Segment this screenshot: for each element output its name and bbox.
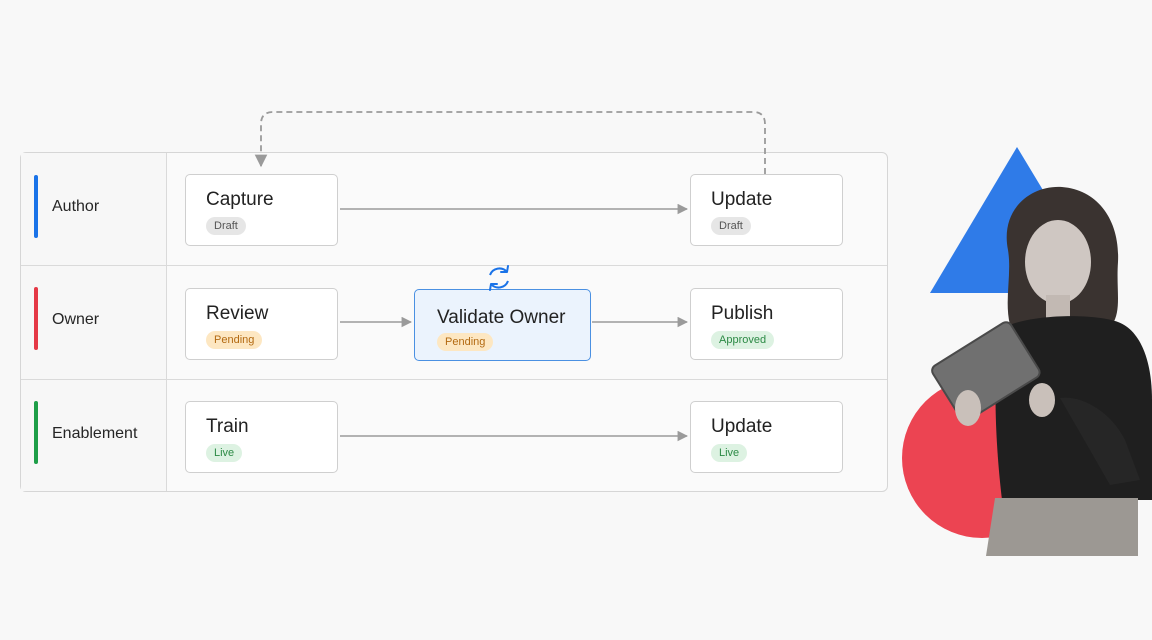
lane-enablement: Enablement — [21, 379, 887, 491]
person-pants — [986, 498, 1138, 556]
lane-owner: Owner — [21, 265, 887, 379]
node-update-author[interactable]: Update Draft — [690, 174, 843, 246]
status-badge: Live — [206, 444, 243, 462]
node-update-enablement[interactable]: Update Live — [690, 401, 843, 473]
node-review[interactable]: Review Pending — [185, 288, 338, 360]
node-publish[interactable]: Publish Approved — [690, 288, 843, 360]
node-title: Validate Owner — [437, 307, 566, 328]
node-title: Publish — [711, 303, 774, 324]
lane-color-bar-enablement — [34, 401, 38, 464]
node-validate-owner[interactable]: Validate Owner Pending — [414, 289, 591, 361]
lane-header-enablement: Enablement — [21, 380, 167, 491]
node-title: Update — [711, 189, 773, 210]
lane-author: Author — [21, 153, 887, 265]
status-badge: Live — [711, 444, 748, 462]
node-title: Train — [206, 416, 249, 437]
node-train[interactable]: Train Live — [185, 401, 338, 473]
lane-header-owner: Owner — [21, 266, 167, 379]
person-left-hand — [955, 390, 981, 426]
lane-label-owner: Owner — [52, 311, 100, 328]
lane-label-enablement: Enablement — [52, 425, 138, 442]
person-arm — [1060, 397, 1140, 485]
node-title: Review — [206, 303, 269, 324]
lane-color-bar-owner — [34, 287, 38, 350]
person-right-hand — [1029, 383, 1055, 417]
status-badge: Approved — [711, 331, 775, 349]
lane-label-author: Author — [52, 198, 100, 215]
lane-color-bar-author — [34, 175, 38, 238]
status-badge: Pending — [437, 333, 494, 351]
node-title: Update — [711, 416, 773, 437]
lane-header-author: Author — [21, 153, 167, 265]
status-badge: Pending — [206, 331, 263, 349]
status-badge: Draft — [206, 217, 246, 235]
node-capture[interactable]: Capture Draft — [185, 174, 338, 246]
person-face — [1025, 220, 1091, 304]
node-title: Capture — [206, 189, 274, 210]
status-badge: Draft — [711, 217, 751, 235]
